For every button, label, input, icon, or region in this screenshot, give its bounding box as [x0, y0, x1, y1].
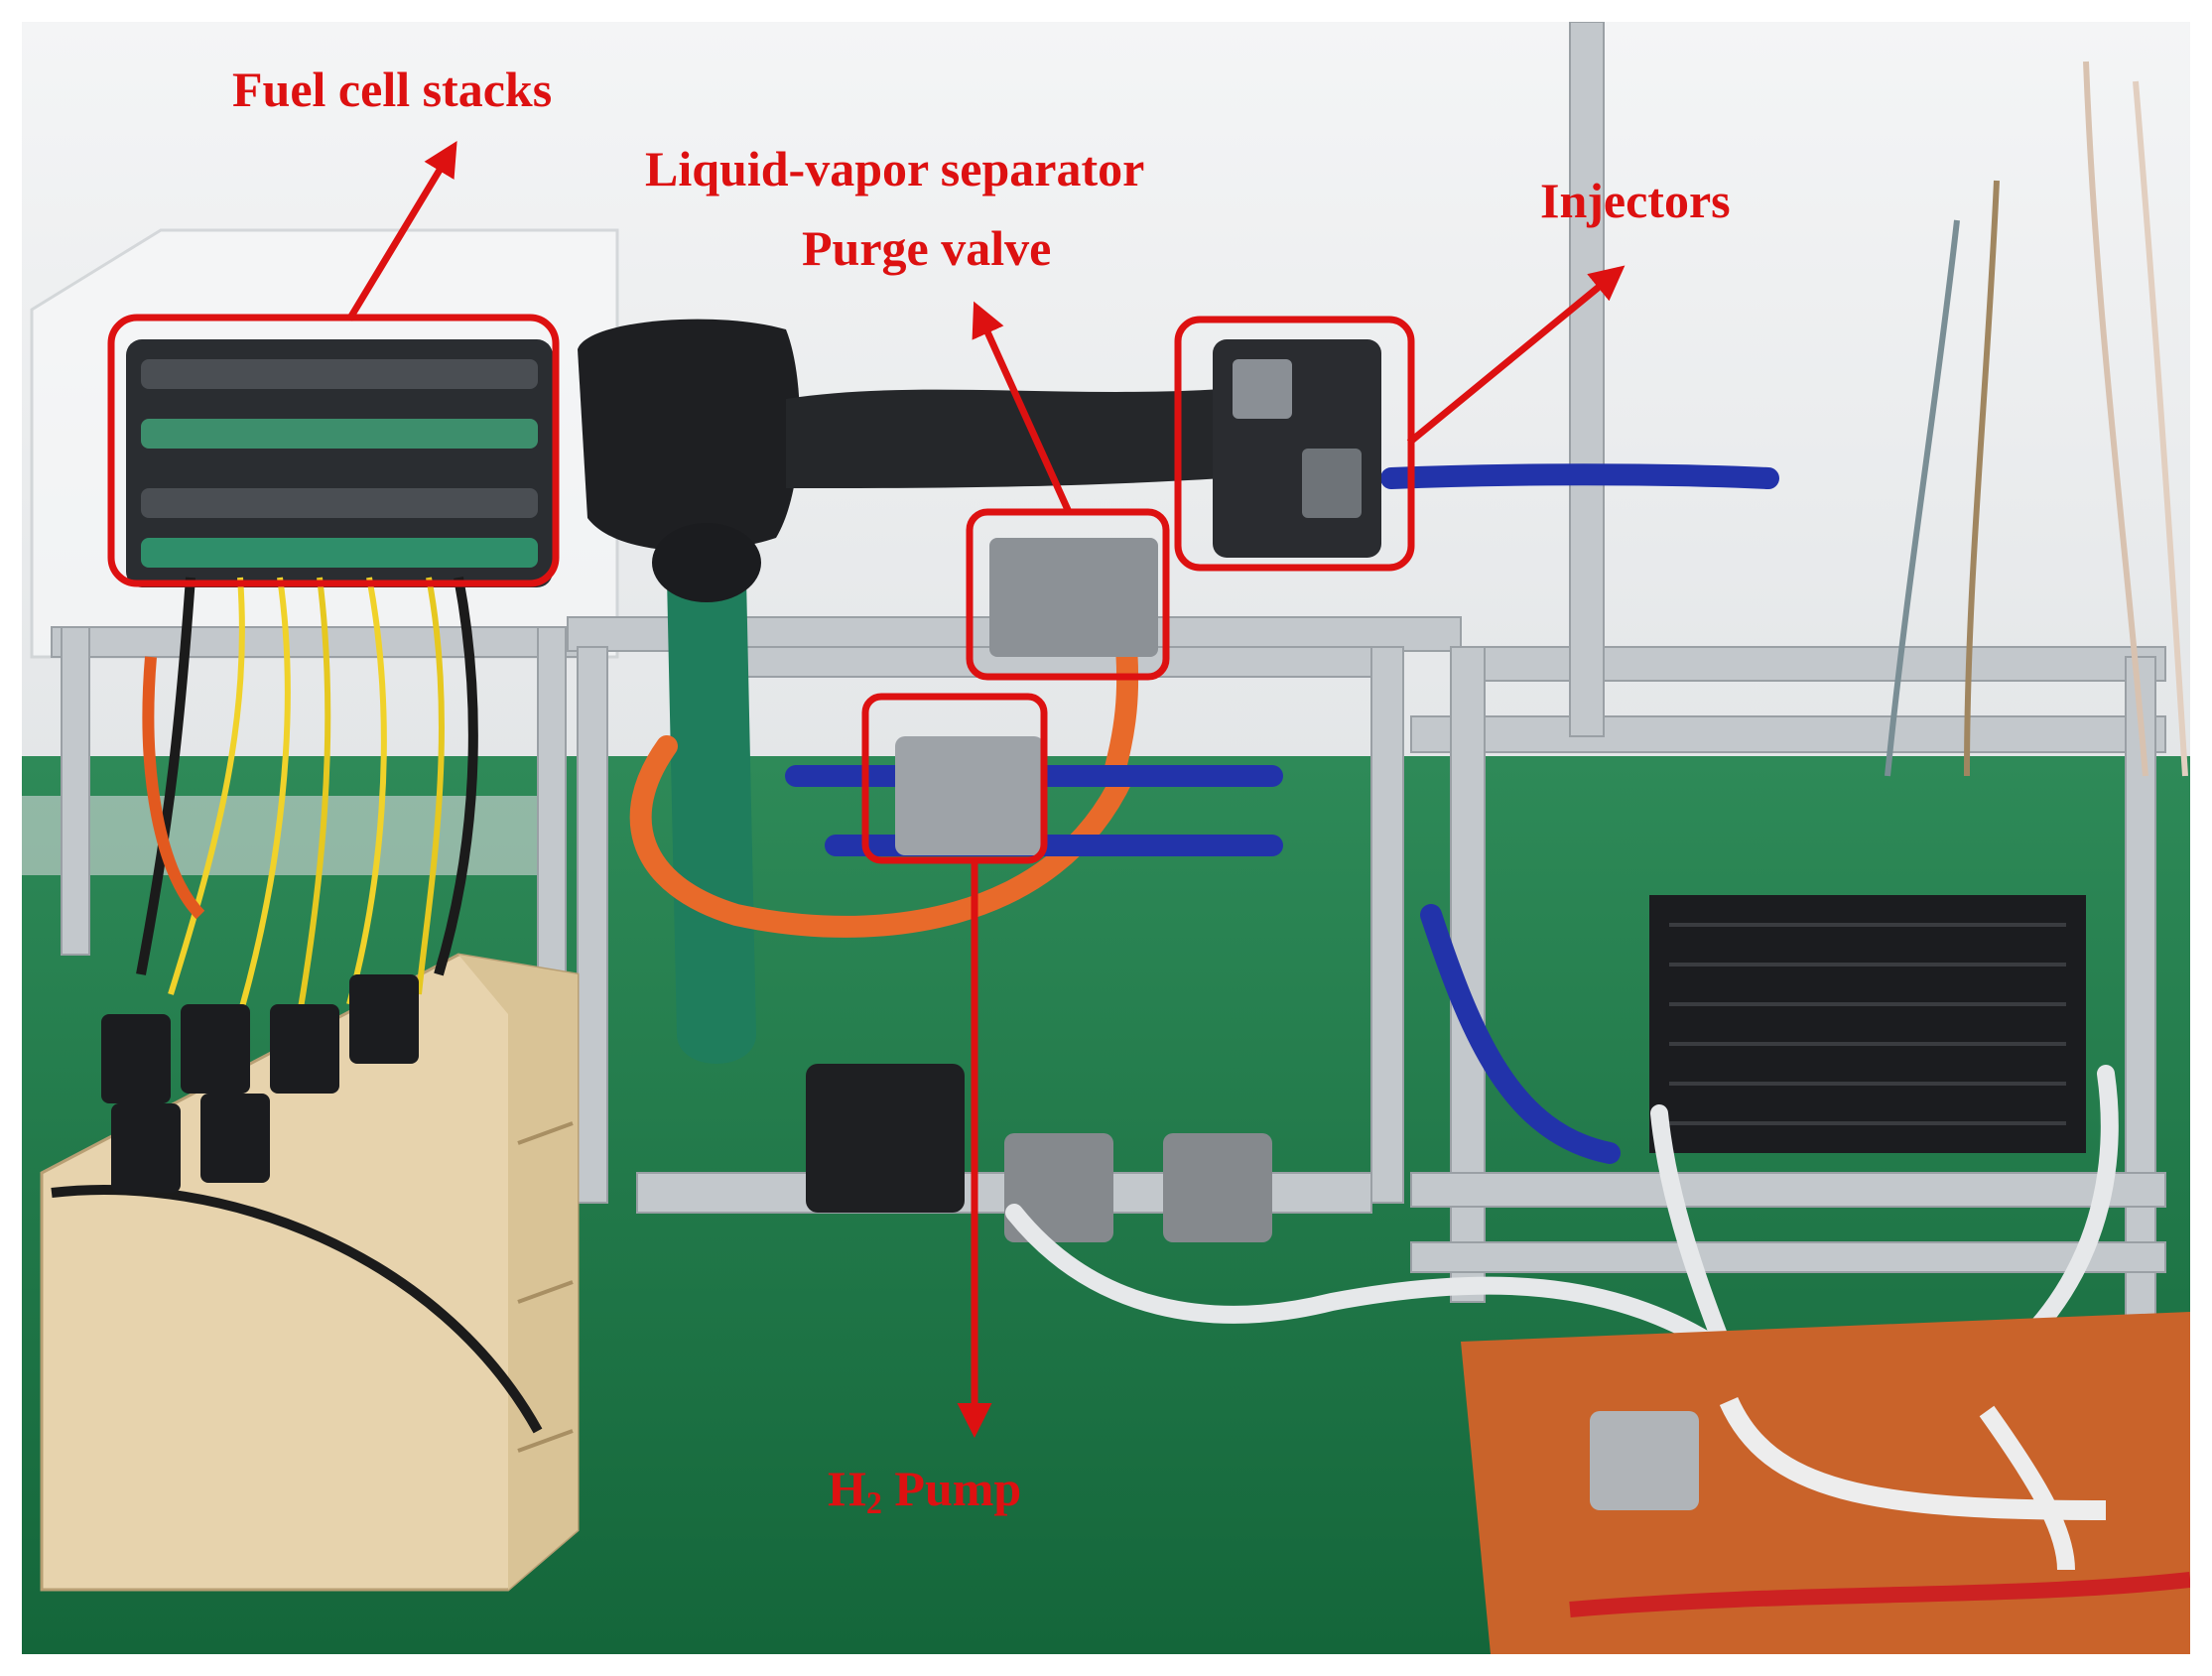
- connector-blocks: [101, 974, 419, 1193]
- separator-housing: [578, 319, 1223, 552]
- annotation-arrows: [346, 141, 1626, 1438]
- h2-pump-body: [895, 736, 1044, 855]
- label-fuel-cell-stacks: Fuel cell stacks: [232, 62, 553, 117]
- green-pipe: [667, 578, 756, 1064]
- purge-valve-body: [989, 538, 1158, 657]
- label-liquid-vapor-separator: Liquid-vapor separator: [645, 141, 1145, 196]
- fuel-cell-stack-module: [126, 339, 553, 587]
- green-pipe-cap: [652, 523, 761, 602]
- label-h2-pump: H2 Pump: [828, 1459, 1021, 1521]
- h2-prefix: H: [828, 1461, 866, 1516]
- test-bench-scene: [22, 22, 2190, 1654]
- test-bench-photo: Fuel cell stacks Liquid-vapor separator …: [22, 22, 2190, 1654]
- orange-base-panel: [1461, 1312, 2190, 1654]
- controller-boxes: [806, 1064, 1272, 1242]
- wall-piping: [1885, 61, 2188, 777]
- arrow-fuel-cell-stacks: [346, 141, 457, 322]
- label-injectors: Injectors: [1540, 173, 1731, 228]
- injector-assembly: [1213, 339, 1381, 558]
- callout-box-fuel-cell-stacks: [107, 314, 560, 587]
- arrow-purge-valve: [972, 301, 1073, 514]
- h2-suffix: Pump: [881, 1461, 1022, 1516]
- h2-subscript: 2: [865, 1484, 882, 1520]
- callout-box-h2-pump: [861, 693, 1048, 864]
- radiator: [1649, 895, 2086, 1153]
- label-purge-valve: Purge valve: [802, 220, 1052, 276]
- arrow-injectors: [1406, 265, 1626, 446]
- wiring-harness: [51, 577, 543, 1434]
